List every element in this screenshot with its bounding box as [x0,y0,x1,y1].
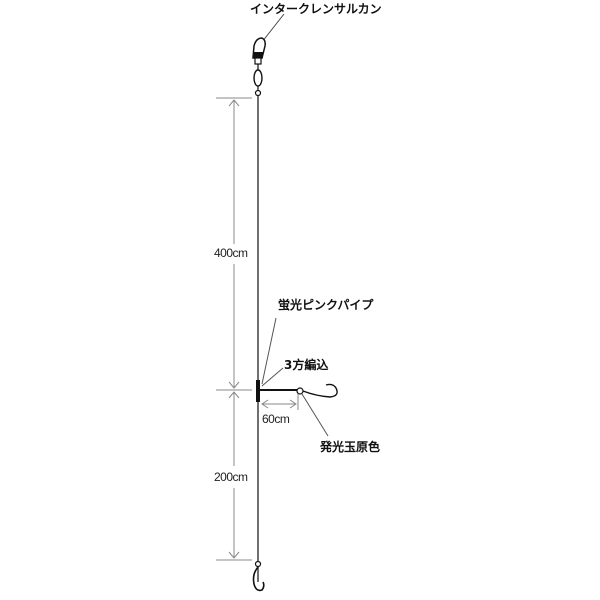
pipe-label: 蛍光ピンクパイプ [278,298,374,312]
branch-length-label: 60cm [262,412,290,426]
knot-label: 3方編込 [284,358,329,372]
upper-dimension [216,97,252,561]
hook-icon [252,560,265,592]
upper-length-label: 400cm [214,246,248,260]
bead-label: 発光玉原色 [320,440,381,454]
bead-icon [296,387,304,395]
swivel-label: インタークレンサルカン [250,2,382,16]
swivel-icon [252,13,285,97]
pink-pipe [256,380,260,402]
lower-length-label: 200cm [214,470,248,484]
